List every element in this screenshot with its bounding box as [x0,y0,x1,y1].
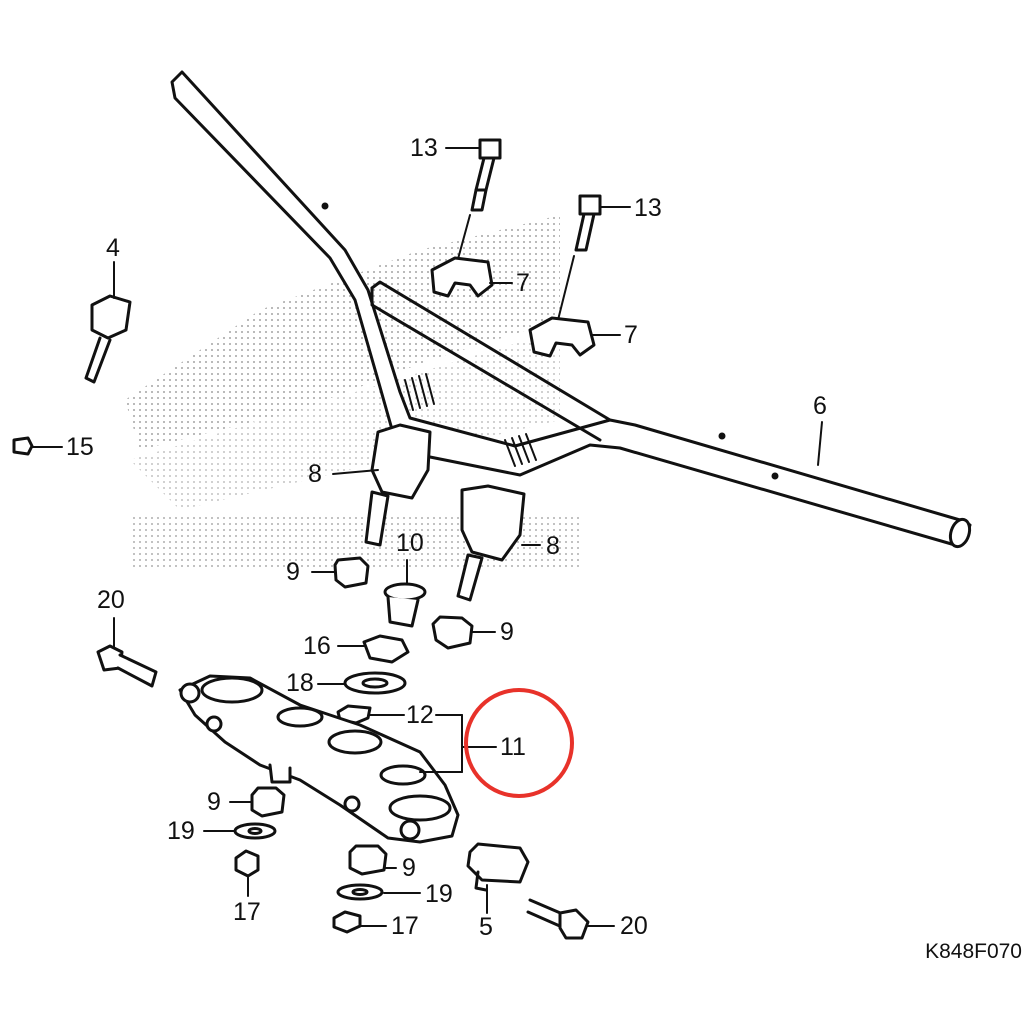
clamp-5 [466,842,530,892]
bolt-20-left [96,644,158,688]
callout-9c: 9 [207,788,221,816]
bolt-13-upper [454,138,502,271]
callout-20a: 20 [97,586,125,614]
bolt-13-lower [557,194,602,321]
washer-19-b [336,883,384,901]
callout-13b: 13 [634,194,662,222]
screw-15 [12,436,34,456]
callout-10: 10 [396,529,424,557]
nut-16 [362,634,410,664]
cushion-9-c [250,786,286,818]
callout-16: 16 [303,632,331,660]
leader-lines [31,147,823,927]
riser-8-right [456,484,526,602]
handlebar [170,70,972,549]
callout-9d: 9 [402,854,416,882]
ignition-key [84,294,132,384]
callout-8b: 8 [546,532,560,560]
nut-17-a [234,849,260,878]
clamp-7-upper [430,256,494,298]
cushion-9-b [431,615,474,650]
riser-8-left [364,423,432,547]
callout-9b: 9 [500,618,514,646]
callout-13a: 13 [410,134,438,162]
callout-19a: 19 [167,817,195,845]
callout-18: 18 [286,669,314,697]
nut-17-b [332,910,362,934]
cushion-9-d [348,844,388,876]
bolt-20-right [526,898,590,940]
clamp-7-lower [528,316,596,358]
callout-15: 15 [66,433,94,461]
callout-19b: 19 [425,880,453,908]
top-bridge-11 [178,674,460,844]
callout-5: 5 [479,913,493,941]
callout-9a: 9 [286,558,300,586]
cushion-9-a [333,556,370,589]
collar-10 [383,582,427,628]
callout-7a: 7 [516,269,530,297]
callout-20b: 20 [620,912,648,940]
highlight-circle [464,688,574,798]
callout-11: 11 [500,733,526,761]
callout-17a: 17 [233,898,261,926]
callout-17b: 17 [391,912,419,940]
callout-7b: 7 [624,321,638,349]
drawing-code: K848F070 [925,940,1022,963]
callout-12: 12 [406,701,434,729]
washer-18 [343,671,407,695]
washer-19-a [233,822,277,840]
callout-6: 6 [813,392,827,420]
callout-4: 4 [106,234,120,262]
callout-8a: 8 [308,460,322,488]
